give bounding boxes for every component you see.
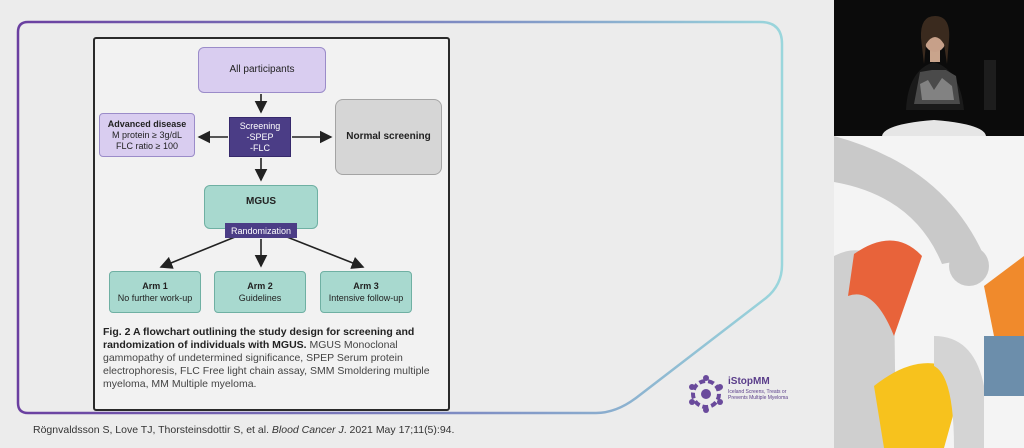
citation-details: . 2021 May 17;11(5):94. xyxy=(343,424,455,436)
node-advanced-disease: Advanced disease M protein ≥ 3g/dL FLC r… xyxy=(99,113,195,157)
citation: Rögnvaldsson S, Love TJ, Thorsteinsdotti… xyxy=(33,424,454,436)
screening-line: Screening xyxy=(239,120,281,131)
speaker-video xyxy=(834,0,1024,136)
node-arm-2: Arm 2 Guidelines xyxy=(214,271,306,313)
node-mgus-label: MGUS xyxy=(246,196,276,207)
figure-caption: Fig. 2 A flowchart outlining the study d… xyxy=(103,326,439,391)
advanced-disease-title: Advanced disease xyxy=(107,118,187,129)
slide-border-frame xyxy=(16,20,784,415)
node-randomization: Randomization xyxy=(225,223,297,238)
citation-journal: Blood Cancer J xyxy=(271,424,344,436)
arm-description: Intensive follow-up xyxy=(328,293,404,303)
advanced-disease-line: FLC ratio ≥ 100 xyxy=(116,140,178,151)
node-screening: Screening -SPEP -FLC xyxy=(229,117,291,157)
istopmm-logo-icon xyxy=(689,375,723,413)
citation-authors: Rögnvaldsson S, Love TJ, Thorsteinsdotti… xyxy=(33,424,272,436)
arm-title: Arm 1 xyxy=(142,281,168,291)
screening-line: -FLC xyxy=(250,142,270,153)
istopmm-logo-title: iStopMM xyxy=(728,376,770,387)
slide: All participants Screening -SPEP -FLC Ad… xyxy=(16,20,798,416)
node-all-participants-label: All participants xyxy=(229,64,295,75)
arm-description: Guidelines xyxy=(238,293,282,303)
istopmm-logo: iStopMM Iceland Screens, Treats or Preve… xyxy=(688,374,798,416)
figure-caption-bold: Fig. 2 A flowchart outlining the study d… xyxy=(103,326,415,351)
decorative-artwork xyxy=(834,136,1024,448)
speaker-figure xyxy=(834,0,1024,136)
advanced-disease-line: M protein ≥ 3g/dL xyxy=(112,129,182,140)
node-mgus: MGUS xyxy=(204,185,318,229)
figure-caption-text: MGUS Monoclonal gammopathy of undetermin… xyxy=(103,339,430,390)
arm-description: No further work-up xyxy=(117,293,193,303)
node-normal-screening-label: Normal screening xyxy=(346,131,431,142)
istopmm-logo-subtitle: Iceland Screens, Treats or Prevents Mult… xyxy=(728,389,789,401)
node-arm-3: Arm 3 Intensive follow-up xyxy=(320,271,412,313)
node-all-participants: All participants xyxy=(198,47,326,93)
decorative-shapes xyxy=(834,136,1024,448)
node-arm-1: Arm 1 No further work-up xyxy=(109,271,201,313)
arm-title: Arm 3 xyxy=(353,281,379,291)
node-randomization-label: Randomization xyxy=(230,225,292,236)
flowchart-figure: All participants Screening -SPEP -FLC Ad… xyxy=(93,37,450,411)
screening-line: -SPEP xyxy=(246,131,274,142)
node-normal-screening: Normal screening xyxy=(335,99,442,175)
arm-title: Arm 2 xyxy=(247,281,273,291)
flowchart-arrows xyxy=(159,94,365,269)
